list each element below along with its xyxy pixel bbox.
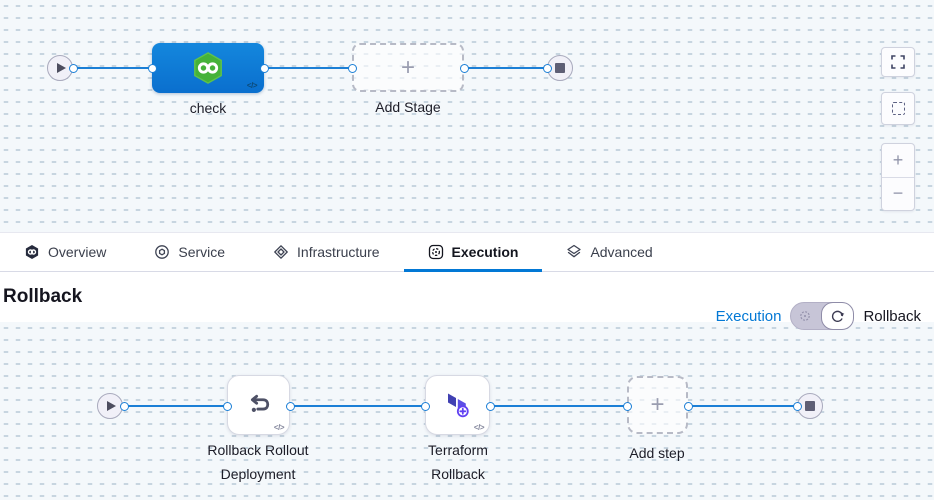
tab-label: Overview — [48, 244, 107, 260]
edge-start-to-stage — [73, 67, 152, 69]
service-icon — [155, 245, 170, 259]
port[interactable] — [68, 63, 78, 73]
code-icon: </> — [246, 81, 258, 90]
port[interactable] — [485, 401, 495, 411]
tab-label: Infrastructure — [297, 244, 380, 260]
rollback-start-node[interactable] — [97, 393, 123, 419]
undo-rollback-icon — [250, 394, 269, 412]
zoom-in-button[interactable]: + — [892, 149, 904, 170]
tab-label: Service — [178, 244, 226, 260]
step-node-rollback-rollout[interactable]: </> — [227, 375, 290, 435]
port[interactable] — [147, 63, 157, 73]
edge-addstep-to-end — [688, 405, 797, 407]
edge-step2-to-addstep — [490, 405, 627, 407]
port[interactable] — [459, 63, 469, 73]
step-node-terraform-rollback[interactable]: </> — [425, 375, 490, 435]
port[interactable] — [259, 63, 269, 73]
plus-icon: + — [650, 391, 665, 418]
rollback-end-node[interactable] — [797, 393, 823, 419]
tab-advanced[interactable]: Advanced — [542, 233, 676, 271]
port[interactable] — [420, 401, 430, 411]
marquee-select-button[interactable] — [881, 92, 915, 125]
tab-execution[interactable]: Execution — [403, 233, 543, 272]
port[interactable] — [285, 401, 295, 411]
tab-overview[interactable]: Overview — [0, 233, 130, 271]
section-title: Rollback — [3, 286, 83, 307]
stop-icon — [555, 63, 565, 73]
port[interactable] — [622, 401, 632, 411]
execution-rollback-toggle[interactable] — [790, 302, 855, 330]
plus-icon: + — [400, 53, 415, 81]
stage-node-check[interactable]: </> — [152, 43, 264, 93]
add-stage-button[interactable]: + — [352, 43, 464, 92]
port[interactable] — [792, 401, 802, 411]
stage-label: check — [189, 100, 227, 116]
port[interactable] — [347, 63, 357, 73]
add-step-label: Add step — [629, 445, 685, 461]
add-step-button[interactable]: + — [627, 376, 688, 434]
terraform-icon — [447, 393, 469, 418]
step-label: Terraform Rollback — [428, 442, 488, 482]
step-label: Rollback Rollout Deployment — [207, 442, 309, 482]
harness-logo-icon — [25, 245, 39, 259]
execution-icon — [800, 311, 811, 321]
edge-addstage-to-end — [464, 67, 547, 69]
zoom-out-button[interactable]: − — [882, 176, 914, 211]
fullscreen-icon — [891, 55, 905, 69]
harness-ci-hexagon-icon — [194, 52, 222, 84]
play-icon — [107, 401, 116, 411]
toggle-knob[interactable] — [821, 302, 855, 330]
tab-service[interactable]: Service — [130, 233, 249, 271]
stop-icon — [805, 401, 815, 411]
edge-step1-to-step2 — [290, 405, 425, 407]
zoom-control: + − — [881, 143, 915, 211]
advanced-icon — [567, 244, 582, 258]
code-icon: </> — [273, 423, 285, 432]
rollback-icon — [832, 310, 845, 322]
execution-rollback-switch-row: Execution Rollback — [716, 302, 921, 330]
fullscreen-button[interactable] — [881, 47, 915, 77]
execution-icon — [428, 244, 443, 260]
tab-label: Execution — [451, 244, 519, 260]
edge-start-to-step1 — [124, 405, 227, 407]
port[interactable] — [222, 401, 232, 411]
tab-label: Advanced — [590, 244, 653, 260]
execution-mode-link[interactable]: Execution — [715, 307, 782, 325]
add-stage-label: Add Stage — [375, 99, 441, 115]
rollback-mode-label: Rollback — [863, 307, 921, 325]
marquee-select-icon — [891, 102, 905, 115]
pipeline-end-node[interactable] — [547, 55, 573, 81]
rollback-section-header: Rollback Execution Rollback — [0, 272, 934, 330]
play-icon — [57, 63, 66, 73]
tab-infrastructure[interactable]: Infrastructure — [249, 233, 403, 271]
stage-config-tabbar: Overview Service Infrastructure Executio… — [0, 232, 934, 272]
port[interactable] — [542, 63, 552, 73]
port[interactable] — [119, 401, 129, 411]
port[interactable] — [683, 401, 693, 411]
code-icon: </> — [473, 423, 485, 432]
rollback-pipeline-canvas[interactable]: </> Rollback Rollout Deployment </> Terr… — [0, 322, 934, 500]
stage-pipeline-canvas[interactable]: </> check + Add Stage + − — [0, 0, 934, 232]
edge-stage-to-addstage — [264, 67, 352, 69]
infrastructure-icon — [274, 245, 288, 259]
